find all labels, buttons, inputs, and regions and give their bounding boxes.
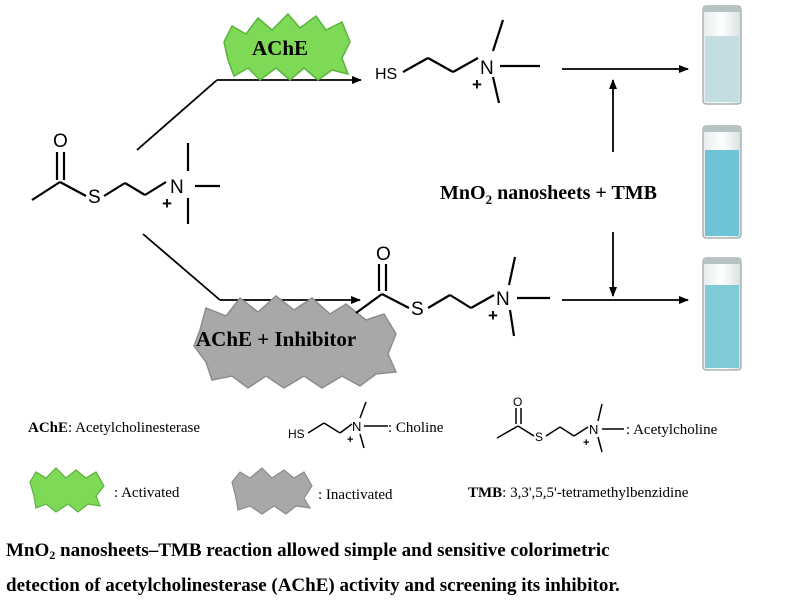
- legend-tmb: TMB: 3,3',5,5'-tetramethylbenzidine: [468, 485, 689, 501]
- legend-inactivated-swatch: [231, 467, 313, 515]
- choline-product: [402, 19, 540, 104]
- lower-branch-line: [142, 233, 221, 301]
- cuvette-bottom: [702, 257, 742, 371]
- sulfur-atom: S: [535, 430, 543, 444]
- legend-acetylcholine: : Acetylcholine: [626, 422, 718, 438]
- legend-activated-swatch: [29, 467, 105, 513]
- charge-plus: +: [472, 75, 482, 94]
- acetylcholine-substrate: [31, 143, 220, 224]
- charge-plus: +: [347, 434, 353, 446]
- carbonyl-oxygen: O: [53, 131, 68, 152]
- legend-choline-thiol: HS: [288, 427, 305, 441]
- charge-plus: +: [162, 194, 172, 213]
- upper-branch-line: [136, 79, 218, 151]
- enzyme-label: AChE: [252, 36, 308, 60]
- inactivated-enzyme-blob: [193, 295, 398, 389]
- legend-activated: : Activated: [114, 485, 180, 501]
- nitrogen-atom: N: [170, 177, 184, 198]
- legend-acetylcholine-structure: [496, 403, 624, 453]
- charge-plus: +: [583, 437, 589, 449]
- acetylcholine-unreacted: [355, 256, 550, 337]
- legend-choline-structure: [307, 401, 388, 449]
- legend-inactivated: : Inactivated: [318, 487, 393, 503]
- reagent-label: MnO2 nanosheets + TMB: [440, 182, 657, 207]
- reaction-scheme: O S N + AChE HS N + AChE + Inhibitor O S…: [28, 5, 742, 515]
- carbonyl-oxygen: O: [513, 395, 522, 409]
- charge-plus: +: [488, 306, 498, 325]
- caption-line-2: detection of acetylcholinesterase (AChE)…: [6, 575, 620, 596]
- nitrogen-atom: N: [589, 422, 598, 437]
- nitrogen-atom: N: [480, 58, 494, 79]
- thiol-group: HS: [375, 66, 397, 83]
- carbonyl-oxygen: O: [376, 244, 391, 265]
- sulfur-atom: S: [88, 187, 101, 208]
- cuvette-top: [702, 5, 742, 105]
- caption-line-1: MnO2 nanosheets–TMB reaction allowed sim…: [6, 540, 610, 562]
- nitrogen-atom: N: [496, 289, 510, 310]
- inhibited-label: AChE + Inhibitor: [196, 327, 356, 351]
- sulfur-atom: S: [411, 299, 424, 320]
- legend-choline: : Choline: [388, 420, 444, 436]
- cuvette-middle: [702, 125, 742, 239]
- legend-ache: AChE: Acetylcholinesterase: [28, 420, 200, 436]
- activated-enzyme-blob: [223, 12, 351, 81]
- nitrogen-atom: N: [352, 419, 361, 434]
